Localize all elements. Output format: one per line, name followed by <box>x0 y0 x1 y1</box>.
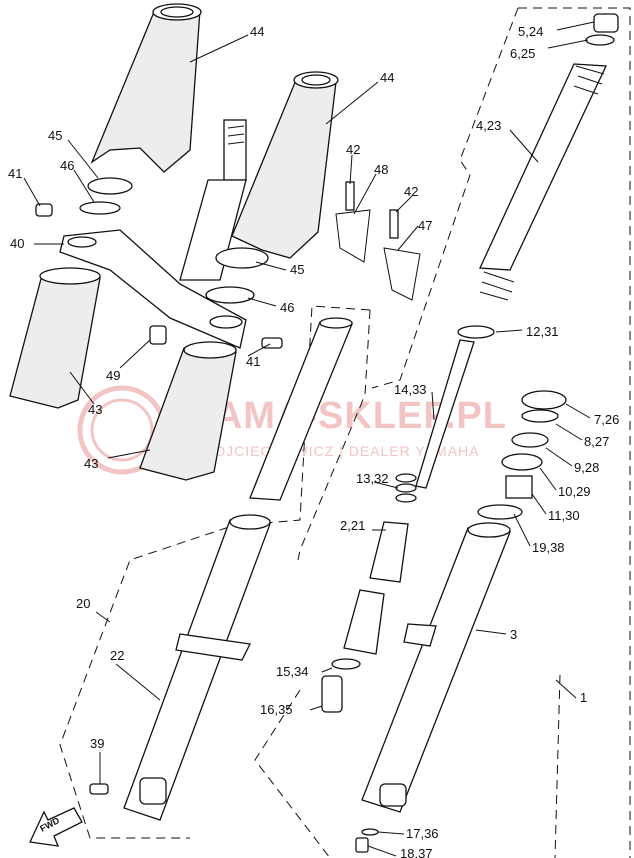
callout-label: 5,24 <box>518 24 543 39</box>
leader-lines <box>23 21 595 857</box>
bushing-pieces <box>321 521 409 713</box>
seals-rings <box>79 177 269 304</box>
steering-stem <box>179 119 247 281</box>
callout-label: 42 <box>346 142 360 157</box>
callout-label: 43 <box>84 456 98 471</box>
fork-cover-lower-left <box>9 267 101 409</box>
callout-label: 46 <box>280 300 294 315</box>
callout-label: 41 <box>8 166 22 181</box>
callout-label: 11,30 <box>548 508 580 523</box>
callout-label: 7,26 <box>594 412 619 427</box>
fork-cover-lower-right <box>139 341 237 481</box>
callout-label: 49 <box>106 368 120 383</box>
callout-label: 3 <box>510 627 517 642</box>
outer-tube-right <box>355 522 511 853</box>
callout-label: 45 <box>48 128 62 143</box>
rebound-spring <box>395 473 417 503</box>
callout-label: 10,29 <box>558 484 591 499</box>
callout-label: 48 <box>374 162 388 177</box>
callout-label: 40 <box>10 236 24 251</box>
callout-label: 19,38 <box>532 540 565 555</box>
callout-label: 12,31 <box>526 324 559 339</box>
fork-cover-upper <box>90 3 202 173</box>
watermark-brand: YAMA-SKLEP.PL <box>192 395 507 437</box>
fork-spring <box>479 63 607 301</box>
callout-label: 13,32 <box>356 471 389 486</box>
fork-cover-right <box>231 71 339 259</box>
callout-label: 44 <box>250 24 264 39</box>
callout-label: 42 <box>404 184 418 199</box>
bolts-upper <box>35 203 283 349</box>
callout-label: 44 <box>380 70 394 85</box>
callout-label: 43 <box>88 402 102 417</box>
inner-tube-left <box>249 317 353 501</box>
callout-label: 20 <box>76 596 90 611</box>
callout-label: 6,25 <box>510 46 535 61</box>
callout-labels: 44 44 45 46 41 40 42 48 42 47 45 46 41 49 43 43 5,24 6,25… <box>8 24 619 858</box>
callout-label: 22 <box>110 648 124 663</box>
callout-label: 46 <box>60 158 74 173</box>
callout-label: 2,21 <box>340 518 365 533</box>
callout-label: 14,33 <box>394 382 427 397</box>
callout-label: 15,34 <box>276 664 309 679</box>
under-bracket <box>59 229 247 349</box>
callout-label: 18,37 <box>400 846 433 858</box>
outer-tube-left <box>89 514 271 821</box>
callout-label: 4,23 <box>476 118 501 133</box>
cap-bolt <box>585 13 619 46</box>
callout-label: 8,27 <box>584 434 609 449</box>
callout-label: 16,35 <box>260 702 293 717</box>
callout-label: 17,36 <box>406 826 439 841</box>
cable-guides <box>335 181 421 301</box>
callout-label: 41 <box>246 354 260 369</box>
callout-label: 45 <box>290 262 304 277</box>
damper-rod <box>415 325 495 489</box>
group-outlines <box>59 7 631 858</box>
callout-label: 9,28 <box>574 460 599 475</box>
oil-seal-stack <box>477 390 567 520</box>
callout-label: 1 <box>580 690 587 705</box>
callout-label: 39 <box>90 736 104 751</box>
callout-label: 47 <box>418 218 432 233</box>
fwd-arrow-icon <box>29 807 83 847</box>
